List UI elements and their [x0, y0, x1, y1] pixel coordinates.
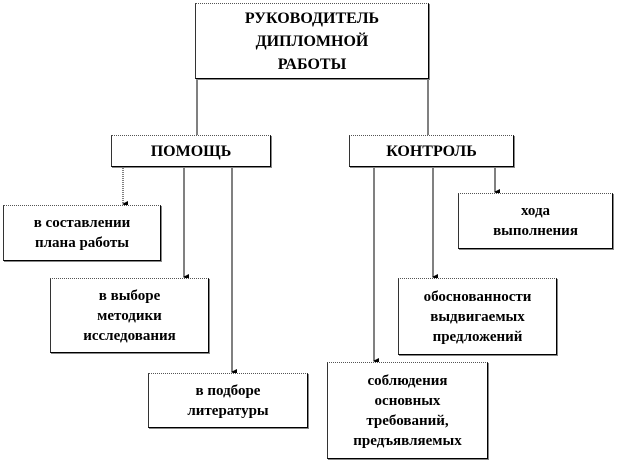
item-line: хода [520, 203, 551, 219]
item-line: в составлении [33, 215, 131, 231]
item-line: выдвигаемых [430, 308, 525, 325]
item-line: в выборе [98, 287, 161, 304]
item-line: соблюдения [367, 372, 448, 389]
item-line: литературы [187, 402, 269, 419]
help-item-plan: в составлении плана работы [3, 205, 161, 261]
item-line: требований, [366, 412, 449, 429]
control-label: КОНТРОЛЬ [386, 142, 477, 160]
item-line: методики [97, 307, 162, 324]
control-item-progress: хода выполнения [458, 193, 613, 249]
item-line: выполнения [493, 223, 578, 239]
control-box: КОНТРОЛЬ [349, 135, 514, 167]
item-line: предъявляемых [353, 432, 462, 449]
help-label: ПОМОЩЬ [150, 142, 232, 160]
help-item-literature: в подборе литературы [148, 373, 308, 428]
item-line: обоснованности [423, 288, 532, 305]
help-item-method: в выборе методики исследования [50, 278, 209, 353]
root-line: ДИПЛОМНОЙ [255, 32, 369, 50]
root-box-supervisor: РУКОВОДИТЕЛЬ ДИПЛОМНОЙ РАБОТЫ [195, 3, 429, 79]
control-item-validity: обоснованности выдвигаемых предложений [398, 278, 557, 355]
help-box: ПОМОЩЬ [111, 135, 271, 167]
item-line: в подборе [195, 382, 261, 399]
item-line: исследования [83, 327, 176, 344]
root-line: РАБОТЫ [277, 55, 347, 73]
item-line: основных [374, 392, 441, 409]
item-line: плана работы [35, 235, 129, 251]
control-item-requirements: соблюдения основных требований, предъявл… [327, 362, 488, 459]
item-line: предложений [432, 328, 523, 345]
root-line: РУКОВОДИТЕЛЬ [244, 9, 380, 27]
